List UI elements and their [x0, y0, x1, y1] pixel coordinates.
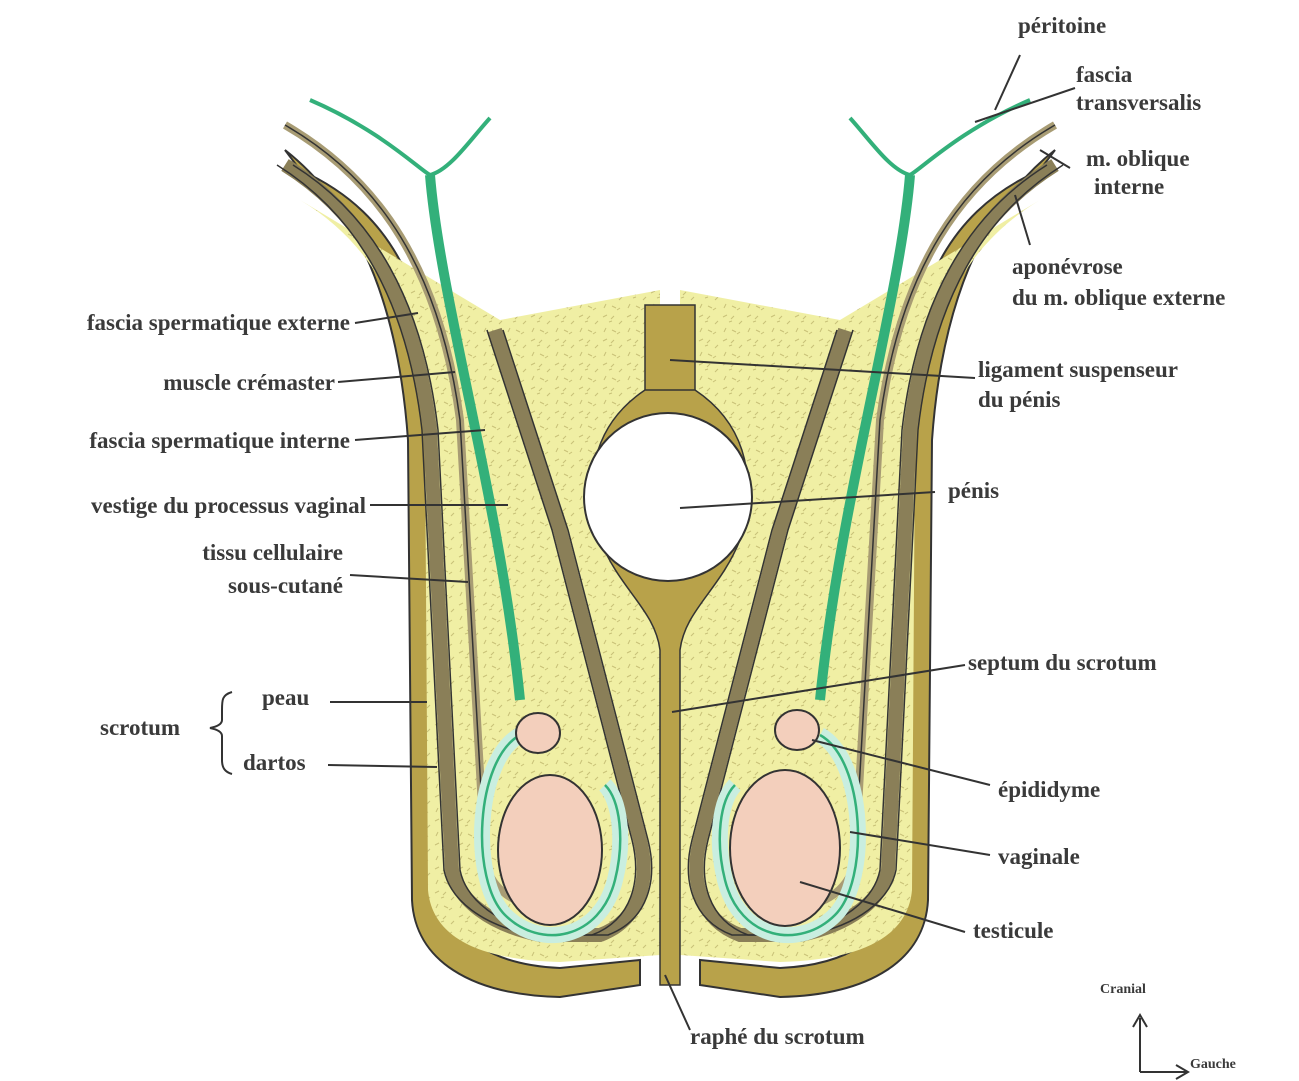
label-fascia-interne: fascia spermatique interne	[89, 428, 350, 453]
label-penis: pénis	[948, 478, 999, 503]
right-testis-shape	[730, 770, 840, 926]
label-vestige: vestige du processus vaginal	[91, 493, 366, 518]
label-oblique-interne-1: m. oblique	[1086, 146, 1190, 171]
label-oblique-interne-2: interne	[1094, 174, 1164, 199]
label-testicule: testicule	[973, 918, 1053, 943]
label-tissu-1: tissu cellulaire	[202, 540, 343, 565]
label-scrotum: scrotum	[100, 715, 180, 740]
label-fascia-externe: fascia spermatique externe	[87, 310, 350, 335]
penis-shape	[584, 413, 752, 581]
label-peau: peau	[262, 685, 310, 710]
label-fascia-transversalis-2: transversalis	[1076, 90, 1201, 115]
label-epididyme: épididyme	[998, 777, 1100, 802]
label-tissu-2: sous-cutané	[228, 573, 343, 598]
label-aponevrose-1: aponévrose	[1012, 254, 1123, 279]
label-raphe: raphé du scrotum	[690, 1024, 865, 1049]
label-cremaster: muscle crémaster	[163, 370, 335, 395]
orientation-right-label: Gauche	[1190, 1057, 1236, 1072]
label-aponevrose-2: du m. oblique externe	[1012, 285, 1225, 310]
label-ligament-2: du pénis	[978, 387, 1061, 412]
label-ligament-1: ligament suspenseur	[978, 357, 1178, 382]
label-peritoine: péritoine	[1018, 13, 1106, 38]
label-dartos: dartos	[243, 750, 306, 775]
label-fascia-transversalis-1: fascia	[1076, 62, 1133, 87]
label-septum: septum du scrotum	[968, 650, 1157, 675]
label-vaginale: vaginale	[998, 844, 1080, 869]
orientation-up-label: Cranial	[1100, 982, 1146, 997]
left-testis-shape	[498, 775, 602, 925]
right-epididymis-shape	[775, 710, 819, 750]
left-epididymis-shape	[516, 713, 560, 753]
